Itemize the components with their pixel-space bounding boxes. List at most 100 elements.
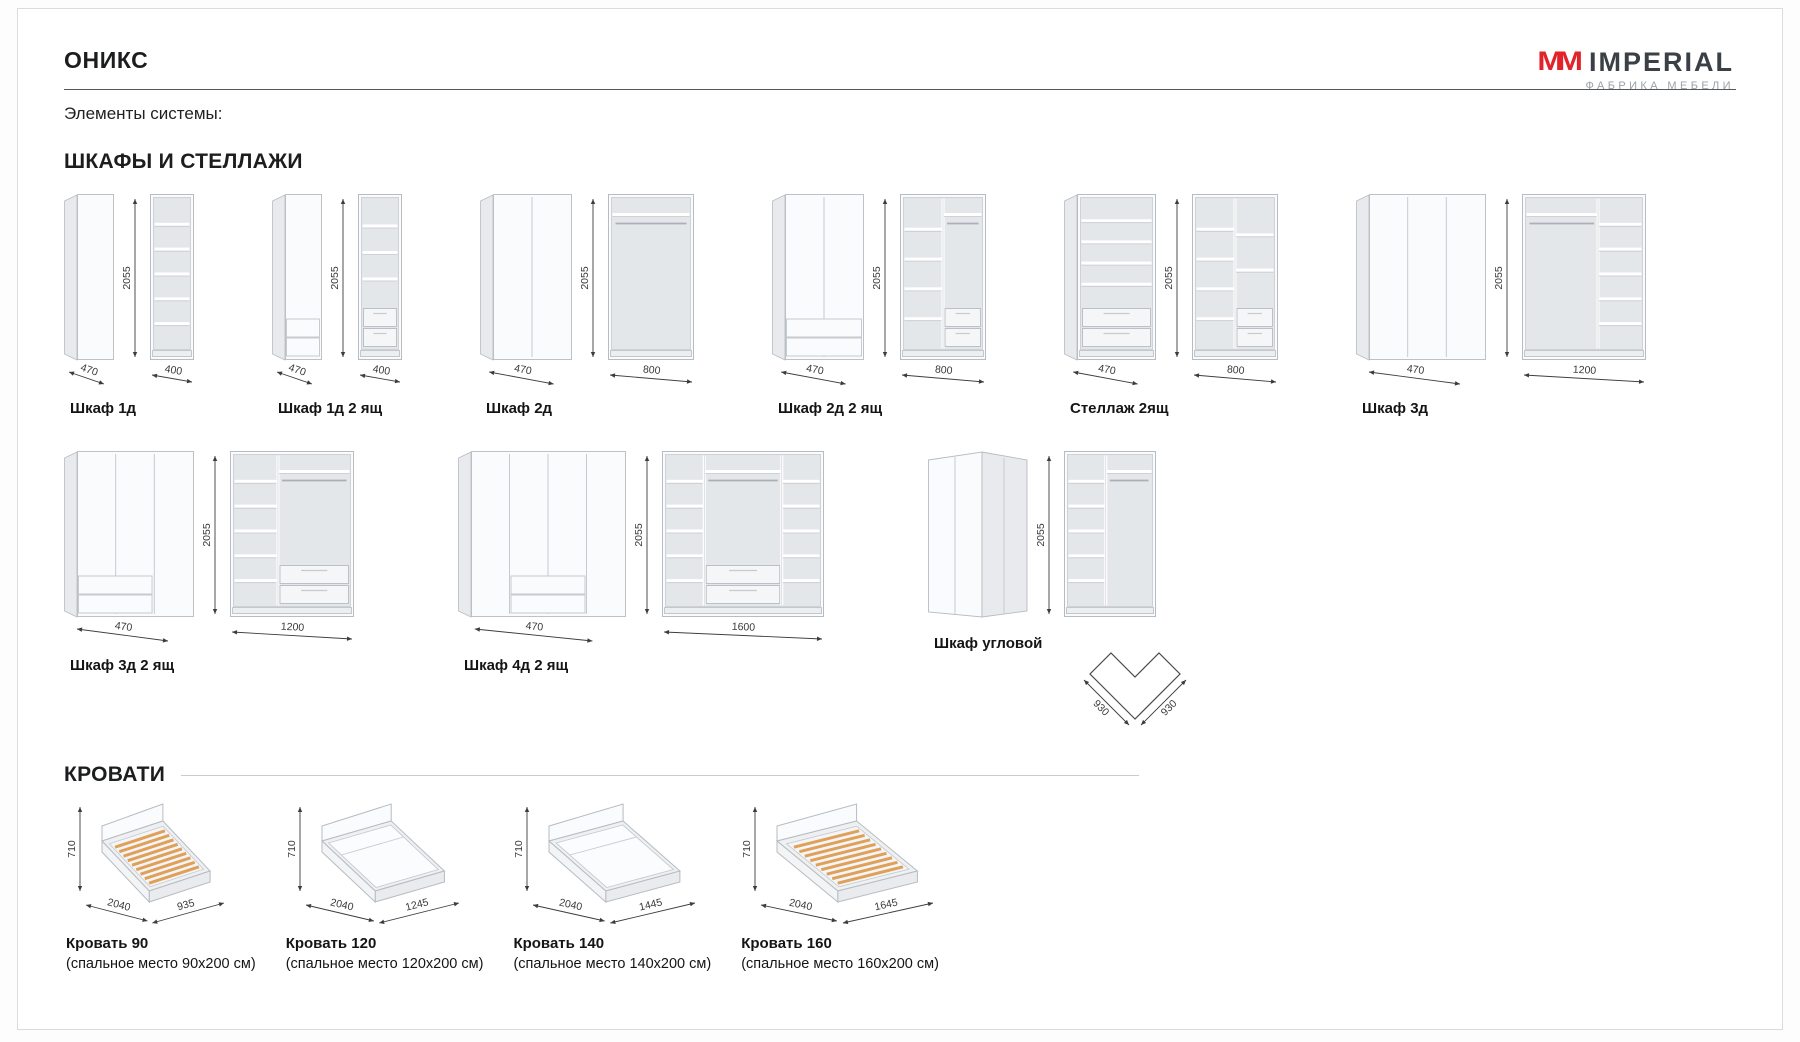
system-elements-label: Элементы системы: (64, 104, 223, 123)
header-divider (64, 89, 1736, 90)
item-label: Шкаф 2д 2 ящ (778, 400, 883, 417)
item-views: 2055 (64, 451, 354, 619)
item-views: 2055 (1064, 194, 1278, 362)
dimension-label: 400 (372, 364, 391, 378)
beds-divider (181, 774, 1139, 776)
depth-dimension: 470 (781, 364, 846, 386)
wardrobe-closed-view (480, 194, 572, 361)
bed-sublabel: (спальное место 140х200 см) (513, 956, 712, 972)
bed-label: Кровать 120(спальное место 120х200 см) (284, 935, 484, 972)
wardrobe-open-view (150, 194, 194, 360)
wardrobe-closed-view (272, 194, 322, 361)
wardrobe-closed-view (1064, 194, 1156, 361)
item-label: Шкаф 1д (70, 400, 137, 417)
dimension-label: 800 (934, 364, 953, 377)
height-dimension: 2055 (202, 456, 218, 614)
dimension-label: 2040 (329, 896, 355, 913)
depth-dimension: 470 (68, 364, 105, 385)
item-views: 2055 (480, 194, 694, 362)
bed-name: Кровать 90 (66, 935, 149, 952)
dimension-spacer (872, 364, 892, 392)
wardrobe-closed-view (1356, 194, 1486, 361)
item-label: Шкаф угловой (934, 635, 1043, 652)
dimension-spacer (1164, 364, 1184, 392)
bed-name: Кровать 160 (741, 935, 832, 952)
wardrobe-open-view (1522, 194, 1646, 360)
height-dimension: 2055 (872, 199, 888, 357)
wardrobe-closed-view (64, 451, 194, 618)
item-dimensions: 470 1200 (1356, 364, 1646, 392)
bed-label: Кровать 90(спальное место 90х200 см) (64, 935, 256, 972)
height-dimension: 2055 (1036, 456, 1052, 614)
dimension-label: 470 (114, 621, 133, 634)
brand-logo: MM IMPERIAL ФАБРИКА МЕБЕЛИ (1537, 43, 1734, 92)
dimension-label: 710 (66, 840, 78, 858)
dimension-label: 400 (164, 364, 183, 378)
width-dimension: 1600 (663, 621, 823, 641)
item-views: 2055 (272, 194, 402, 362)
dimension-label: 2040 (558, 897, 584, 914)
item-views: 2055 (1356, 194, 1646, 362)
dimension-label: 2055 (330, 266, 341, 290)
dimension-label: 470 (525, 621, 544, 634)
depth-dimension: 470 (1368, 364, 1461, 386)
dimension-label: 470 (805, 364, 825, 377)
bed-name: Кровать 120 (285, 935, 377, 952)
dimension-label: 930 (1159, 697, 1180, 718)
wardrobe-open-view (662, 451, 824, 617)
dimension-label: 710 (513, 840, 525, 858)
page-header: ОНИКС MM IMPERIAL ФАБРИКА МЕБЕЛИ (64, 45, 1736, 92)
corner-plan-diagram: 930 930 (1084, 652, 1187, 726)
item-label: Шкаф 3д (1362, 400, 1429, 417)
dimension-label: 2055 (202, 523, 213, 547)
depth-dimension: 470 (76, 621, 169, 643)
dimension-label: 1200 (281, 621, 305, 634)
height-dimension: 2055 (634, 456, 650, 614)
brand-tagline: ФАБРИКА МЕБЕЛИ (1585, 80, 1734, 92)
wardrobe-closed-view (458, 451, 626, 618)
item-label: Шкаф 3д 2 ящ (70, 657, 175, 674)
dimension-label: 2055 (122, 266, 133, 290)
dimension-label: 2040 (788, 897, 813, 914)
dimension-spacer (122, 364, 142, 392)
section-title-beds: КРОВАТИ (64, 763, 166, 786)
bed-label: Кровать 160 (спальное место 160х200 см) (739, 935, 939, 972)
depth-dimension: 470 (474, 621, 593, 643)
height-dimension: 2055 (1494, 199, 1510, 357)
corner-label-and-plan: Шкаф угловой 930 930 (928, 619, 1202, 737)
height-dimension: 2055 (330, 199, 346, 357)
item-dimensions: 470 1600 (458, 621, 824, 649)
bed-name: Кровать 140 (513, 935, 605, 952)
depth-dimension: 470 (489, 364, 554, 386)
bed-sublabel: (спальное место 160х200 см) (741, 956, 939, 972)
item-dimensions: 470 800 (480, 364, 694, 392)
dimension-label: 1445 (638, 896, 664, 913)
wardrobe-open-view (608, 194, 694, 360)
dimension-label: 800 (1226, 364, 1245, 377)
section-title-wardrobes: ШКАФЫ И СТЕЛЛАЖИ (64, 150, 303, 173)
wardrobe-open-view (358, 194, 402, 360)
dimension-label: 710 (741, 840, 753, 858)
page-title: ОНИКС (64, 47, 149, 73)
width-dimension: 1200 (1523, 364, 1645, 384)
height-dimension: 2055 (122, 199, 138, 357)
brand-wordmark: IMPERIAL (1588, 47, 1734, 77)
dimension-label: 2055 (872, 266, 883, 290)
beds-section-header: КРОВАТИ (64, 763, 1139, 787)
dimension-label: 2055 (1494, 266, 1505, 290)
width-dimension: 800 (609, 364, 693, 384)
dimension-label: 2040 (106, 896, 132, 914)
dimension-label: 930 (1091, 698, 1112, 719)
